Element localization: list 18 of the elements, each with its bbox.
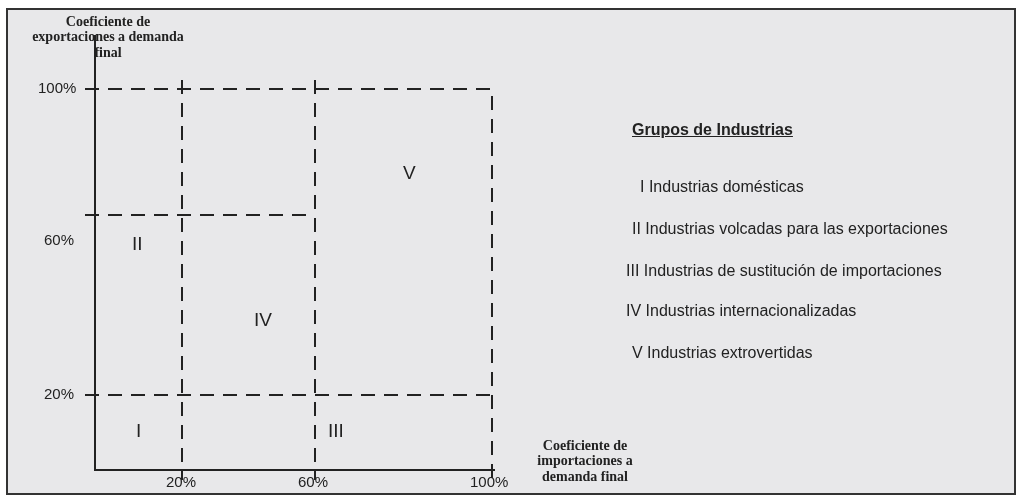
legend-item: II Industrias volcadas para las exportaciones [632, 220, 948, 238]
legend-item: V Industrias extrovertidas [632, 344, 813, 362]
tick-label: 20% [44, 386, 75, 403]
tick-label: 60% [44, 232, 75, 249]
region-label: II [132, 234, 143, 255]
tick-label: 100% [38, 80, 77, 97]
region-label: III [328, 421, 344, 442]
legend-item: III Industrias de sustitución de importaciones [626, 262, 942, 280]
axis-title: Coeficiente de importaciones a demanda final [536, 438, 634, 485]
legend-item: IV Industrias internacionalizadas [626, 302, 857, 320]
legend-item: I Industrias domésticas [640, 178, 804, 196]
tick-label: 60% [298, 474, 329, 491]
tick-label: 20% [166, 474, 197, 491]
region-label: I [136, 421, 142, 442]
tick-label: 100% [470, 474, 509, 491]
legend-title: Grupos de Industrias [632, 121, 793, 139]
region-label: IV [254, 310, 272, 331]
region-label: V [403, 163, 416, 184]
